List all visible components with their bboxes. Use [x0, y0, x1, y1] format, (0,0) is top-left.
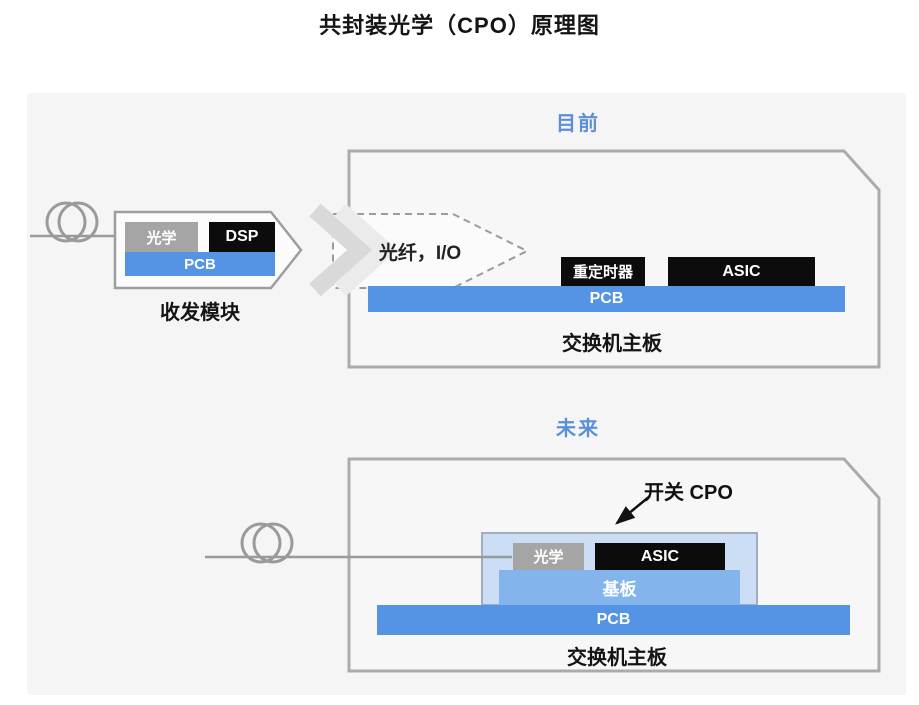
future-mainboard-label: 交换机主板 — [567, 646, 667, 669]
fiber-io-label: 光纤，I/O — [378, 242, 462, 264]
current-asic-chip: ASIC — [668, 257, 815, 286]
transceiver-label: 收发模块 — [160, 301, 240, 324]
package-asic-chip: ASIC — [595, 543, 725, 570]
transceiver-optics-chip: 光学 — [125, 222, 198, 252]
current-mainboard-pcb-bar: PCB — [368, 286, 845, 312]
section-heading-future: 未来 — [556, 417, 600, 440]
future-mainboard-pcb-bar: PCB — [377, 605, 850, 635]
current-mainboard-label: 交换机主板 — [562, 332, 662, 355]
retimer-chip: 重定时器 — [561, 257, 645, 286]
package-substrate-bar: 基板 — [499, 570, 740, 605]
section-heading-current: 目前 — [556, 112, 600, 135]
package-optics-chip: 光学 — [513, 543, 584, 570]
page-title: 共封装光学（CPO）原理图 — [319, 13, 600, 38]
transceiver-pcb-bar: PCB — [125, 252, 275, 276]
cpo-callout-label: 开关 CPO — [644, 481, 733, 504]
transceiver-dsp-chip: DSP — [209, 222, 275, 252]
